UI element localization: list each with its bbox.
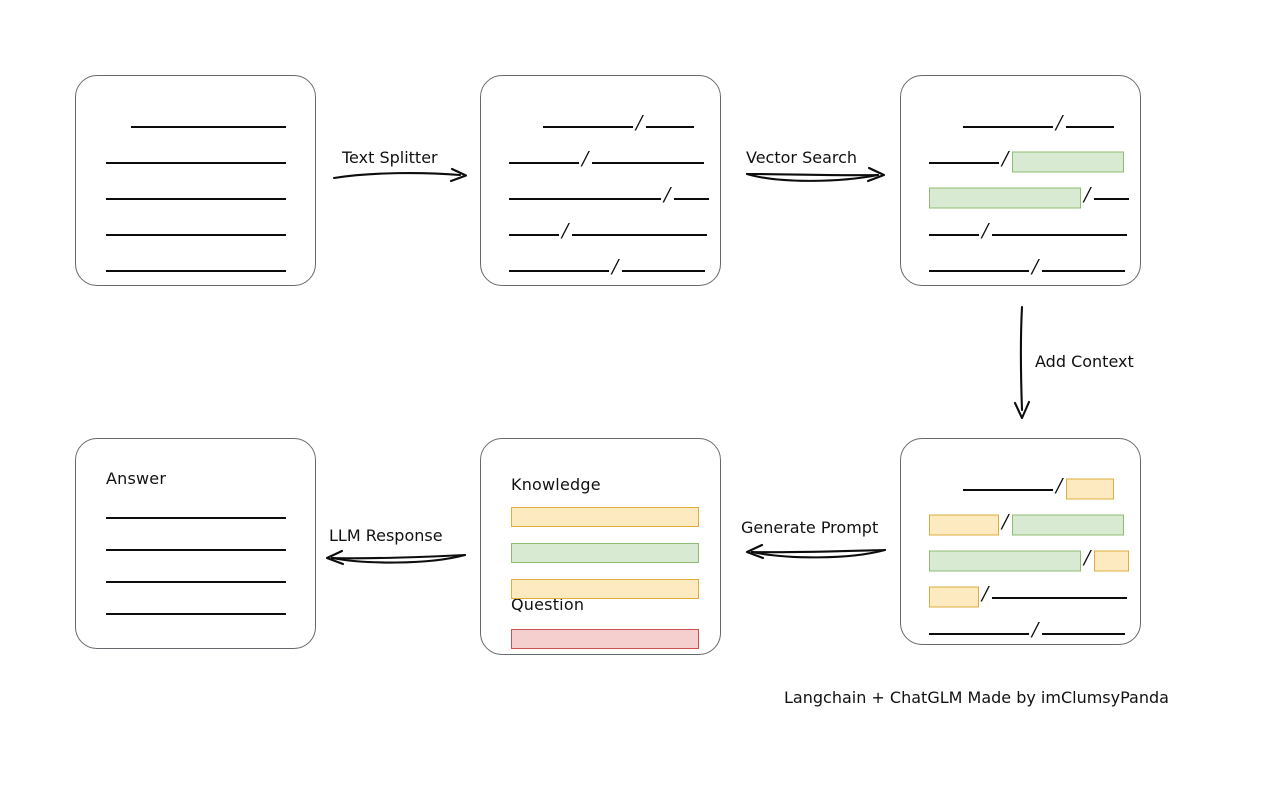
- prompt-document-bar-green-1: [511, 543, 699, 563]
- generate-prompt-arrow: [745, 543, 887, 560]
- matched-document-row-1-slash: /: [1002, 147, 1009, 170]
- prompt-document-title-0: Knowledge: [511, 475, 601, 494]
- context-document-row-1-slash: /: [1002, 510, 1009, 533]
- context-document-row-3-line-2: [992, 597, 1127, 599]
- split-document-row-4-line-2: [622, 270, 705, 272]
- prompt-document-bar-red-3: [511, 629, 699, 649]
- context-document-row-0-chip-yellow: [1066, 478, 1114, 500]
- answer-document-row-2-line-0: [106, 581, 286, 583]
- context-document-row-2-chip-yellow: [1094, 550, 1129, 572]
- add-context-arrow: [1013, 305, 1031, 420]
- context-document-row-1-chip-green: [1012, 514, 1124, 536]
- answer-document-box[interactable]: Answer: [75, 438, 316, 649]
- arrow-label-vector-search: Vector Search: [746, 148, 858, 167]
- split-document-row-0-line-0: [543, 126, 633, 128]
- answer-document-row-3-line-0: [106, 613, 286, 615]
- matched-document-row-0-slash: /: [1056, 111, 1063, 134]
- split-document-row-1-slash: /: [582, 147, 589, 170]
- split-document-row-4-slash: /: [612, 255, 619, 278]
- split-document-row-4-line-0: [509, 270, 609, 272]
- context-document-row-3-chip-yellow: [929, 586, 979, 608]
- split-document-row-2-line-0: [509, 198, 661, 200]
- context-document-row-0-slash: /: [1056, 474, 1063, 497]
- matched-document-row-1-line-0: [929, 162, 999, 164]
- matched-document-row-4-line-0: [929, 270, 1029, 272]
- arrow-label-add-context: Add Context: [1035, 352, 1134, 371]
- context-document-row-3-slash: /: [982, 582, 989, 605]
- matched-document-row-2-chip-green: [929, 187, 1081, 209]
- matched-document-row-3-slash: /: [982, 219, 989, 242]
- matched-document-box[interactable]: / / / / /: [900, 75, 1141, 286]
- split-document-row-1-line-2: [592, 162, 704, 164]
- context-document-row-0-line-0: [963, 489, 1053, 491]
- matched-document-row-4-slash: /: [1032, 255, 1039, 278]
- context-document-row-2-chip-green: [929, 550, 1081, 572]
- split-document-row-2-slash: /: [664, 183, 671, 206]
- split-document-row-1-line-0: [509, 162, 579, 164]
- llm-response-arrow: [325, 549, 467, 566]
- matched-document-row-2-slash: /: [1084, 183, 1091, 206]
- split-document-row-3-slash: /: [562, 219, 569, 242]
- vector-search-arrow: [745, 166, 886, 183]
- split-document-box[interactable]: / / / / /: [480, 75, 721, 286]
- source-document-row-1-line-0: [106, 162, 286, 164]
- answer-document-row-1-line-0: [106, 549, 286, 551]
- split-document-row-3-line-2: [572, 234, 707, 236]
- matched-document-row-0-line-0: [963, 126, 1053, 128]
- prompt-document-title-1: Question: [511, 595, 585, 614]
- source-document-row-4-line-0: [106, 270, 286, 272]
- diagram-caption: Langchain + ChatGLM Made by imClumsyPand…: [784, 688, 1169, 707]
- arrow-label-llm-response: LLM Response: [329, 526, 443, 545]
- prompt-document-bar-yellow-2: [511, 579, 699, 599]
- answer-document-title-0: Answer: [106, 469, 167, 488]
- arrow-label-text-splitter: Text Splitter: [342, 148, 438, 167]
- arrow-label-generate-prompt: Generate Prompt: [741, 518, 879, 537]
- matched-document-row-4-line-2: [1042, 270, 1125, 272]
- context-document-row-4-slash: /: [1032, 618, 1039, 641]
- matched-document-row-0-line-2: [1066, 126, 1114, 128]
- matched-document-row-3-line-2: [992, 234, 1127, 236]
- source-document-row-3-line-0: [106, 234, 286, 236]
- source-document-box[interactable]: [75, 75, 316, 286]
- split-document-row-2-line-2: [674, 198, 709, 200]
- matched-document-row-1-chip-green: [1012, 151, 1124, 173]
- source-document-row-2-line-0: [106, 198, 286, 200]
- context-document-row-4-line-0: [929, 633, 1029, 635]
- matched-document-row-2-line-2: [1094, 198, 1129, 200]
- split-document-row-0-line-2: [646, 126, 694, 128]
- text-splitter-arrow: [332, 167, 468, 183]
- context-document-row-1-chip-yellow: [929, 514, 999, 536]
- prompt-document-bar-yellow-0: [511, 507, 699, 527]
- matched-document-row-3-line-0: [929, 234, 979, 236]
- split-document-row-0-slash: /: [636, 111, 643, 134]
- answer-document-row-0-line-0: [106, 517, 286, 519]
- context-document-row-4-line-2: [1042, 633, 1125, 635]
- source-document-row-0-line-0: [131, 126, 286, 128]
- context-document-row-2-slash: /: [1084, 546, 1091, 569]
- context-document-box[interactable]: / / / / /: [900, 438, 1141, 645]
- split-document-row-3-line-0: [509, 234, 559, 236]
